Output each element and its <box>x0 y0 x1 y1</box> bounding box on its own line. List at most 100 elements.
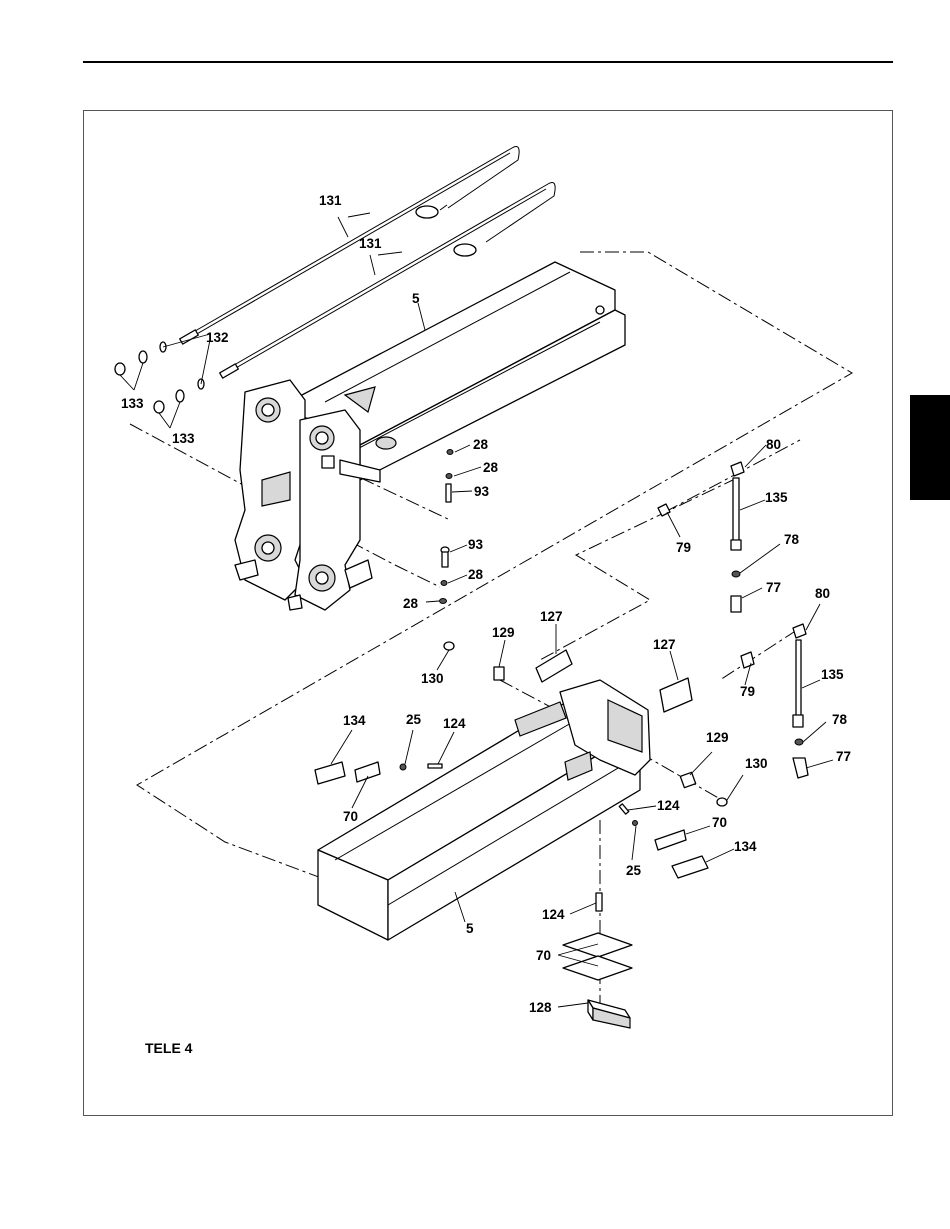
shim-129-b <box>680 772 695 787</box>
callout-127-a: 127 <box>540 609 563 624</box>
fitting-80-b <box>793 624 806 638</box>
callout-79-a: 79 <box>676 540 691 555</box>
leader-135-a <box>740 500 765 510</box>
callout-80-a: 80 <box>766 437 781 452</box>
hose-assemblies <box>658 462 808 778</box>
callout-79-b: 79 <box>740 684 755 699</box>
leader-93-a <box>452 491 472 492</box>
hardware-upper <box>440 450 454 604</box>
callout-135-b: 135 <box>821 667 844 682</box>
washer-78-a <box>732 571 740 577</box>
leader-135-b <box>802 680 820 688</box>
callout-129-b: 129 <box>706 730 729 745</box>
screw-124-c <box>596 893 602 911</box>
callout-80-b: 80 <box>815 586 830 601</box>
leader-127-b <box>670 651 678 680</box>
callout-78-a: 78 <box>784 532 800 547</box>
leader-28-a <box>455 445 470 452</box>
washer-28-d <box>440 599 447 604</box>
callout-133-a: 133 <box>121 396 144 411</box>
washer-28-a <box>447 450 453 455</box>
cable-upper-eye <box>416 206 438 218</box>
centre-line-pad-upper <box>540 478 737 660</box>
callout-70-b: 70 <box>712 815 727 830</box>
shim-70-a <box>355 762 380 782</box>
hose-135-b-end <box>793 715 803 727</box>
callout-130-a: 130 <box>421 671 444 686</box>
centre-line-pin <box>361 478 450 520</box>
callout-93-b: 93 <box>468 537 484 552</box>
callout-28-c: 28 <box>468 567 484 582</box>
callout-28-d: 28 <box>403 596 419 611</box>
upper-boom-section <box>235 262 625 610</box>
nut-133-b <box>154 401 164 413</box>
callout-78-b: 78 <box>832 712 848 727</box>
fitting-77-b <box>793 758 808 778</box>
washer-25-b <box>633 821 638 826</box>
screw-124-a <box>428 764 442 768</box>
hose-135-a-end <box>731 540 741 550</box>
washer-133-a <box>139 351 147 363</box>
callout-70-c: 70 <box>536 948 551 963</box>
leader-78-a <box>740 544 780 573</box>
leader-77-a <box>742 588 762 598</box>
boss-lower-left-bore <box>262 542 274 554</box>
boss-lower-right-bore <box>316 572 328 584</box>
bolt-93-a <box>446 484 451 502</box>
leader-124-b <box>628 806 656 810</box>
callout-130-b: 130 <box>745 756 768 771</box>
leader-134-b <box>706 849 734 862</box>
hose-135-b <box>796 640 801 720</box>
hose-135-a <box>733 478 739 548</box>
leader-5-a <box>418 303 425 330</box>
callout-93-a: 93 <box>474 484 490 499</box>
callout-28-a: 28 <box>473 437 489 452</box>
bolt-93-b <box>442 552 448 567</box>
fitting-79-b <box>741 652 754 668</box>
washer-28-b <box>446 474 452 479</box>
upper-section-small-hole <box>596 306 604 314</box>
side-pad-134-b <box>672 856 708 878</box>
screw-130-a <box>444 642 454 650</box>
leader-78-b <box>803 722 826 742</box>
callout-124-a: 124 <box>443 716 466 731</box>
leader-134-a <box>331 730 352 764</box>
centre-line-fitting-2 <box>720 630 797 680</box>
upper-section-hole <box>376 437 396 449</box>
callout-5-upper: 5 <box>412 291 420 306</box>
callout-129-a: 129 <box>492 625 515 640</box>
cable-lower-threaded-end <box>220 364 239 378</box>
plate-square-cutout <box>322 456 334 468</box>
callout-124-b: 124 <box>657 798 680 813</box>
washer-25-a <box>400 764 406 770</box>
callout-127-b: 127 <box>653 637 676 652</box>
cable-lower-eye <box>454 244 476 256</box>
leader-93-b <box>450 545 467 552</box>
callout-133-b: 133 <box>172 431 195 446</box>
nut-133-a <box>115 363 125 375</box>
callout-131-a: 131 <box>319 193 342 208</box>
ear-bottom <box>288 595 302 610</box>
leader-131-a <box>338 213 370 237</box>
wear-pad-127-b <box>660 678 692 712</box>
callout-128: 128 <box>529 1000 552 1015</box>
callout-135-a: 135 <box>765 490 788 505</box>
leader-129-b <box>690 752 712 775</box>
callout-134-b: 134 <box>734 839 757 854</box>
shim-70-c <box>563 933 632 957</box>
leader-124-a <box>438 732 454 764</box>
screw-130-b <box>717 798 727 806</box>
callout-131-b: 131 <box>359 236 382 251</box>
boss-upper-left-bore <box>262 404 274 416</box>
leader-128 <box>558 1003 588 1007</box>
fitting-77-a <box>731 596 741 612</box>
shim-70-b <box>655 830 686 850</box>
callout-25-a: 25 <box>406 712 422 727</box>
wear-pad-127-a <box>536 650 572 682</box>
leader-130-b <box>727 775 743 800</box>
ear-right <box>345 560 372 588</box>
callout-25-b: 25 <box>626 863 642 878</box>
figure-caption: TELE 4 <box>145 1040 193 1056</box>
washer-28-c <box>441 581 447 586</box>
